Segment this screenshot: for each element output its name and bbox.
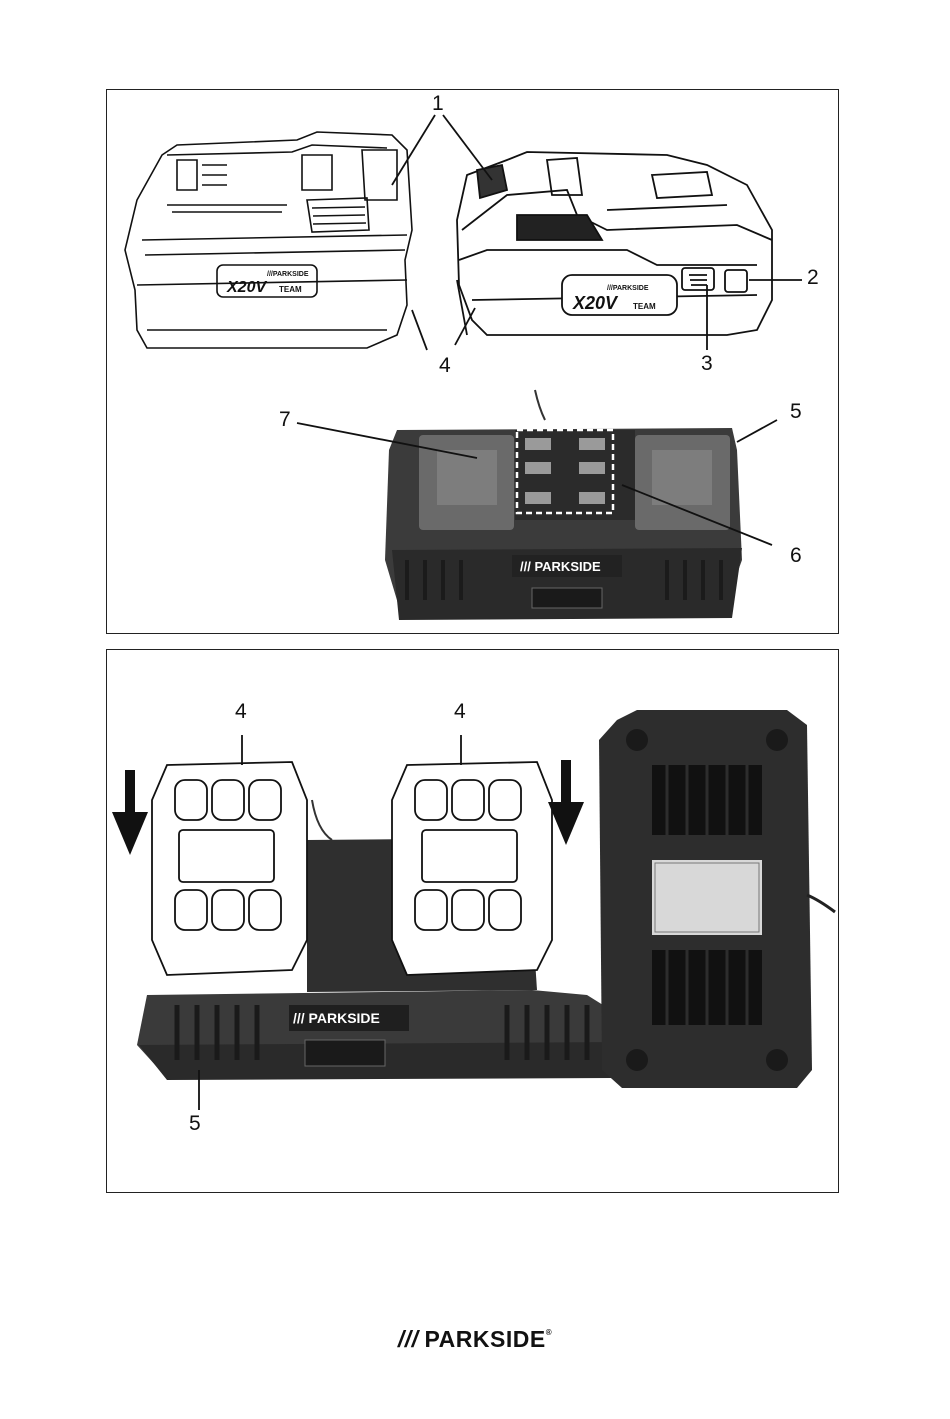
battery-front-illustration <box>124 131 413 349</box>
charger-top-illustration <box>385 389 742 620</box>
callout-4-right: 4 <box>454 700 466 723</box>
callout-2: 2 <box>807 266 819 289</box>
figure-panel-bottom: /// PARKSIDE <box>106 649 839 1193</box>
panel-bottom-illustration: /// PARKSIDE <box>112 710 836 1110</box>
callout-6: 6 <box>790 544 802 567</box>
battery-side-logo-brand: ///PARKSIDE <box>607 285 649 292</box>
callout-5: 5 <box>790 400 802 423</box>
footer-logo-registered: ® <box>545 1328 553 1337</box>
panel-top-illustration: ///PARKSIDE X20V TEAM ///PARKSIDE X20V T… <box>124 114 802 620</box>
charger-underside-illustration <box>599 710 836 1088</box>
footer-logo-brand: PARKSIDE <box>424 1326 546 1352</box>
battery-front-logo-brand: ///PARKSIDE <box>267 271 309 278</box>
leader-lines-top <box>296 114 802 546</box>
leader-lines-bottom <box>198 735 462 1110</box>
figure-panel-top: ///PARKSIDE X20V TEAM ///PARKSIDE X20V T… <box>106 89 839 634</box>
insert-arrow-left <box>112 770 148 855</box>
battery-side-logo-mark: X20V <box>572 293 619 313</box>
callout-7: 7 <box>279 408 291 431</box>
insert-arrow-right <box>548 760 584 845</box>
callout-4: 4 <box>439 354 451 377</box>
callout-5-bottom: 5 <box>189 1112 201 1135</box>
footer-logo-slashes: /// <box>397 1326 419 1352</box>
callout-4-left: 4 <box>235 700 247 723</box>
charger-top-brand: /// PARKSIDE <box>520 559 601 574</box>
callout-3: 3 <box>701 352 713 375</box>
charger-bottom-brand: /// PARKSIDE <box>293 1010 380 1026</box>
callout-1: 1 <box>432 92 444 115</box>
battery-front-logo-team: TEAM <box>279 285 302 294</box>
battery-side-illustration <box>456 151 773 336</box>
battery-left-illustration <box>151 761 308 976</box>
battery-right-illustration <box>391 761 553 976</box>
battery-front-logo-mark: X20V <box>226 279 267 296</box>
footer-brand-logo: ///PARKSIDE® <box>0 1326 950 1353</box>
battery-side-logo-team: TEAM <box>633 302 656 311</box>
